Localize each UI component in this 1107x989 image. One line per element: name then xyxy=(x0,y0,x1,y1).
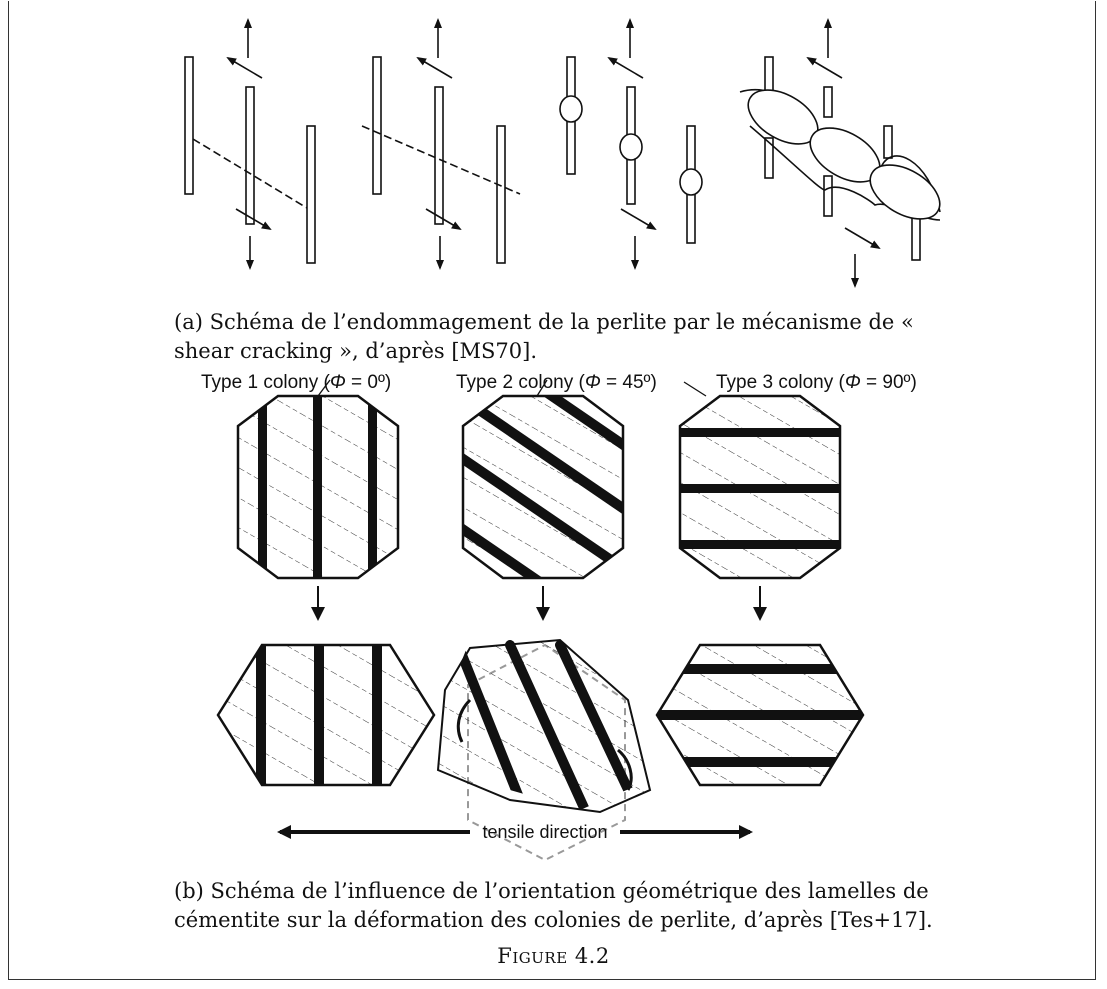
figure-label: Figure 4.2 xyxy=(0,944,1107,968)
type-2-leader-line xyxy=(537,380,547,396)
colony-type-3-initial xyxy=(680,396,840,578)
colony-type-2-initial xyxy=(420,340,660,630)
colony-type-1-initial xyxy=(238,390,398,590)
type-3-leader-line xyxy=(684,382,706,396)
colony-type-1-deformed xyxy=(218,640,434,790)
transition-arrows xyxy=(318,586,760,618)
type-1-leader-line xyxy=(318,380,330,396)
tensile-direction-label: tensile direction xyxy=(482,822,607,842)
caption-b: (b) Schéma de l’influence de l’orientati… xyxy=(174,877,954,935)
colony-type-3-deformed xyxy=(650,645,870,785)
tensile-direction-arrow: tensile direction xyxy=(280,822,750,842)
